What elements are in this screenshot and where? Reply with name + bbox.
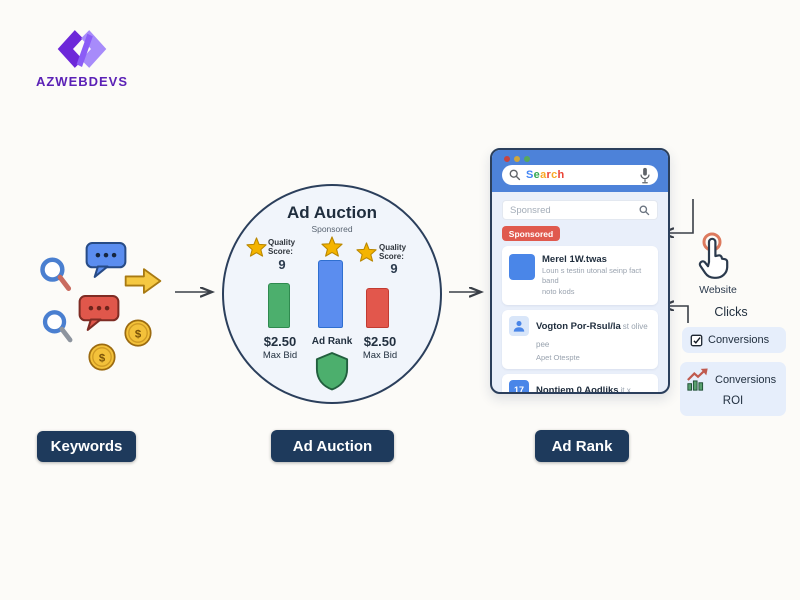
shield-icon (315, 352, 349, 391)
browser-header: Search (492, 150, 668, 192)
sponsored-search-field[interactable]: Sponsred (502, 200, 658, 220)
magnifier-icon (40, 257, 72, 291)
svg-text:$: $ (99, 352, 106, 364)
browser-window: Search Sponsred Sponsored (490, 148, 670, 394)
minimize-window-dot[interactable] (514, 156, 520, 162)
dollar-coin-icon: $ (124, 319, 152, 347)
maximize-window-dot[interactable] (524, 156, 530, 162)
winner-star-icon (321, 236, 343, 257)
quality-score-label: Quality Score: (379, 243, 407, 261)
bid-label: Max Bid (262, 350, 298, 361)
quality-score-label: Quality Score: (268, 238, 296, 256)
search-result-1[interactable]: Merel 1W.twas Loun s testin utonal seinp… (502, 246, 658, 305)
dollar-coin-icon: $ (88, 343, 116, 371)
conversions-roi-chip[interactable]: Conversions ROI (680, 362, 786, 416)
right-bid-block: $2.50 Max Bid (352, 334, 408, 361)
keywords-button[interactable]: Keywords (37, 431, 136, 462)
result-title: Nontiem 0 Aodliks (536, 385, 619, 394)
quality-score-value: 9 (390, 261, 398, 276)
quality-star-icon (246, 237, 267, 257)
click-hand-cursor-icon (698, 232, 729, 279)
chat-bubble-blue-icon (85, 242, 127, 278)
auction-sponsored-label: Sponsored (311, 224, 353, 234)
quality-star-icon (356, 242, 377, 262)
sponsored-badge: Sponsored (502, 226, 560, 241)
svg-text:$: $ (135, 328, 142, 340)
conversions-chip-label: Conversions (708, 334, 770, 346)
magnifier-icon (42, 310, 73, 343)
arrow-clicks-to-result2 (662, 306, 689, 323)
app-number-icon: 17 (509, 380, 529, 392)
search-icon (639, 205, 650, 215)
mic-icon[interactable] (639, 167, 651, 184)
search-icon (509, 169, 521, 181)
checkbox-icon (690, 334, 703, 346)
website-label: Website (699, 284, 737, 296)
bid-label: Max Bid (362, 350, 398, 361)
result-description: noto kods (542, 287, 575, 296)
conversions-chip[interactable]: Conversions (682, 327, 786, 353)
close-window-dot[interactable] (504, 156, 510, 162)
roi-chart-icon (687, 368, 708, 391)
result-description: Apet Otespte (536, 353, 580, 362)
result-title: Vogton Por-Rsul/la (536, 321, 621, 332)
ad-auction-button[interactable]: Ad Auction (271, 430, 394, 462)
window-controls[interactable] (504, 156, 530, 162)
trend-arrow-icon (124, 268, 162, 294)
search-input[interactable]: Search (502, 165, 658, 185)
chat-bubble-red-icon (78, 295, 120, 331)
result-thumbnail-icon (509, 254, 535, 280)
bid-amount: $2.50 (363, 334, 397, 349)
quality-score-value: 9 (278, 257, 286, 272)
result-title: Merel 1W.twas (542, 254, 607, 265)
ad-rank-button[interactable]: Ad Rank (535, 430, 629, 462)
browser-content: Sponsred Sponsored Merel 1W.twas Loun s … (492, 192, 668, 394)
bid-bar-winner (318, 260, 343, 328)
roi-chip-label-line1: Conversions (715, 374, 777, 386)
result-title-suffix: it x trories ed (620, 386, 631, 394)
bid-bar-right (366, 288, 389, 328)
result-description: Loun s testin utonal seinp fact band (542, 266, 642, 285)
roi-chip-label-line2: ROI (722, 395, 744, 407)
ad-rank-label: Ad Rank (311, 336, 353, 347)
person-icon (509, 316, 529, 336)
arrow-website-to-result1 (662, 199, 694, 233)
logo-brand-text: AZWEBDEVS (35, 74, 129, 89)
sponsored-field-text: Sponsred (510, 204, 551, 216)
left-bid-block: $2.50 Max Bid (252, 334, 308, 361)
bid-amount: $2.50 (263, 334, 297, 349)
search-placeholder-text: Search (526, 169, 565, 181)
result-title-suffix: st olive pee (536, 322, 648, 349)
azwebdevs-logo-icon (57, 30, 107, 68)
clicks-label: Clicks (714, 305, 748, 319)
bid-bar-left (268, 283, 290, 328)
auction-title: Ad Auction (286, 203, 378, 222)
